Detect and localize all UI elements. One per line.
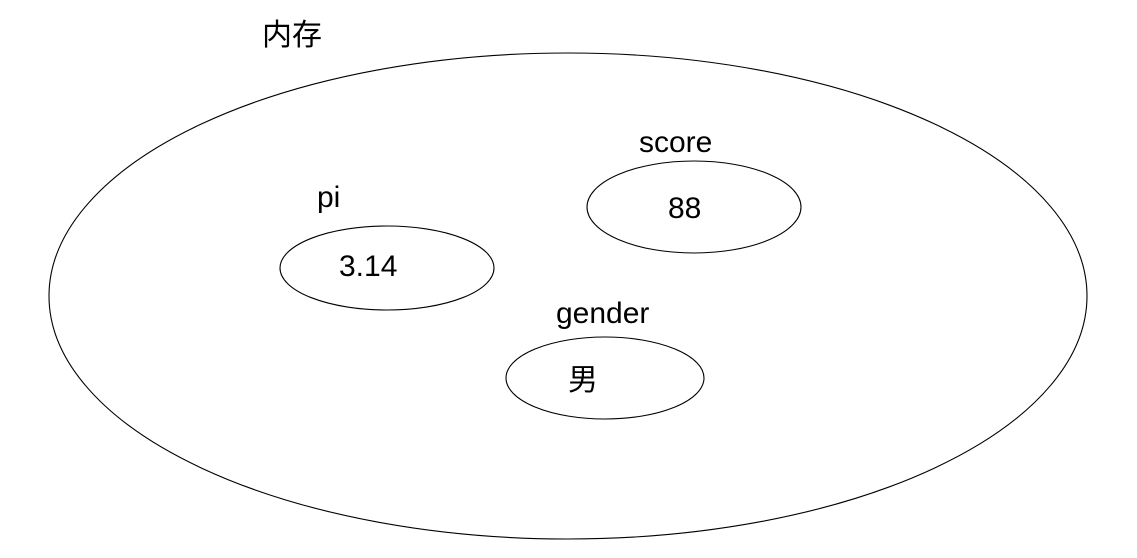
- variable-label-score: score: [639, 126, 713, 159]
- variable-label-pi: pi: [317, 181, 341, 214]
- variable-ellipse-gender: [506, 337, 704, 419]
- variable-label-gender: gender: [556, 297, 650, 330]
- outer-memory-label: 内存: [262, 19, 322, 52]
- outer-memory-ellipse: [49, 53, 1087, 539]
- variable-value-score: 88: [668, 192, 702, 225]
- variable-value-gender: 男: [568, 364, 598, 397]
- variable-value-pi: 3.14: [339, 250, 398, 283]
- variable-ellipse-score: [587, 161, 801, 253]
- variable-ellipse-pi: [280, 226, 494, 310]
